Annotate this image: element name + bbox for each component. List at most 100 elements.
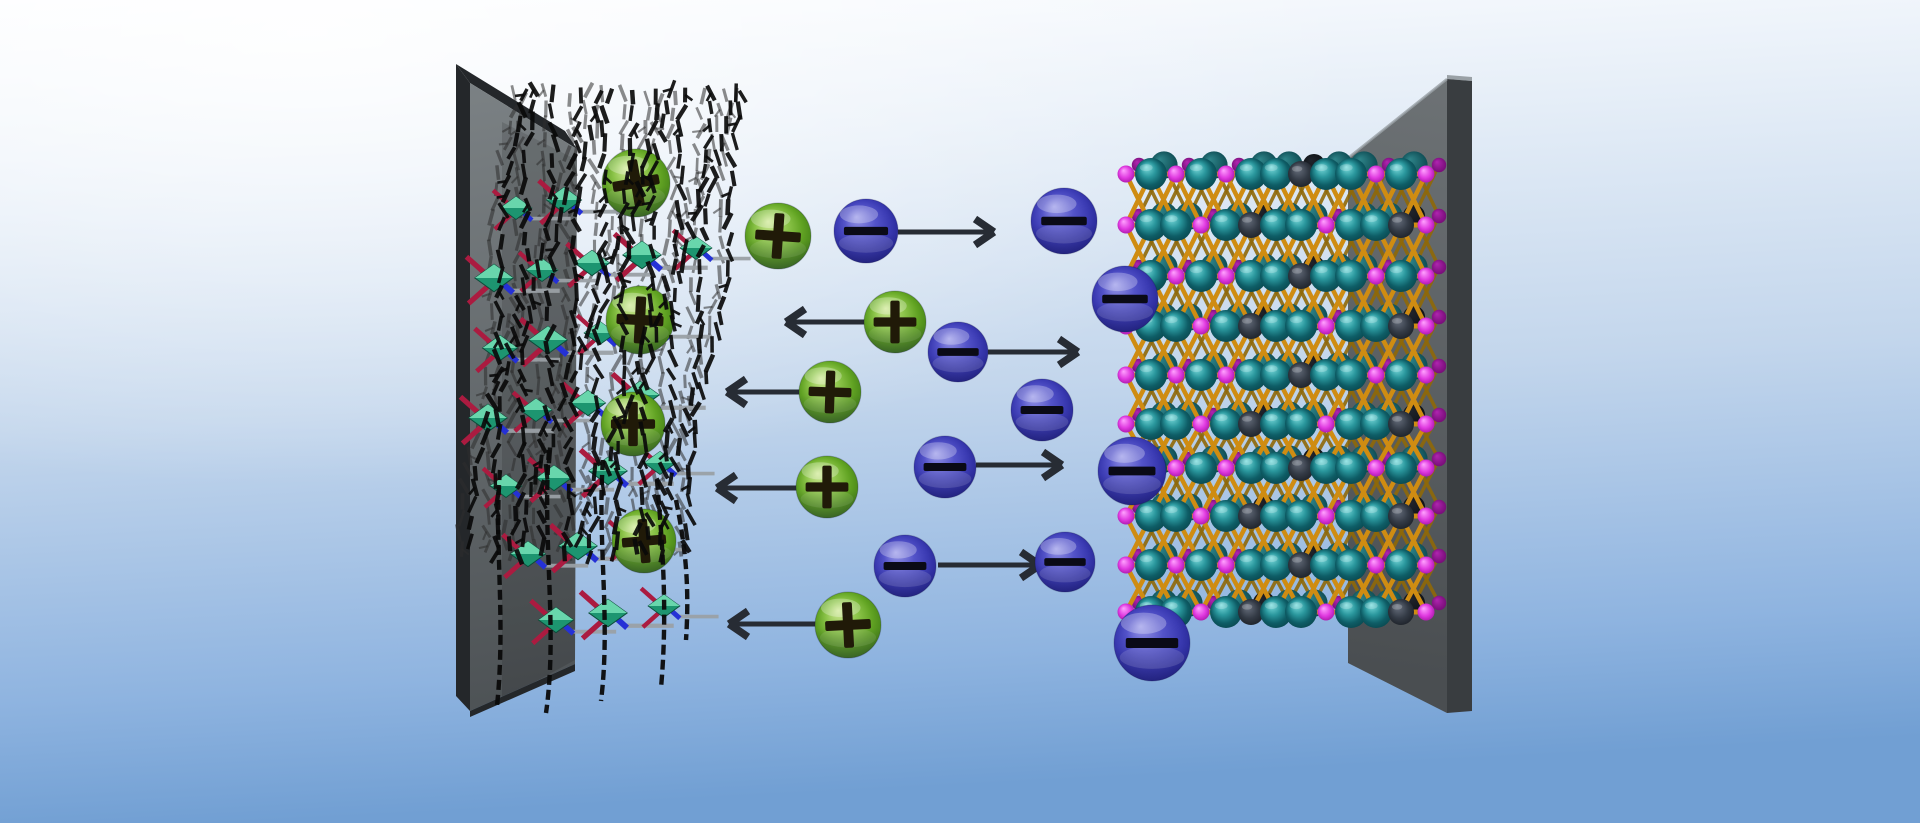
mesh-branch — [663, 520, 670, 530]
mesh-segment — [695, 106, 703, 120]
mesh-segment — [594, 315, 603, 330]
mesh-segment — [688, 290, 697, 306]
mesh-segment — [550, 133, 561, 153]
ion-reflection-band — [1039, 564, 1091, 583]
mesh-segment — [725, 248, 735, 263]
mesh-segment — [592, 363, 605, 380]
ion-reflection-band — [1119, 646, 1185, 669]
dark-atom — [1388, 212, 1414, 238]
teal-atom — [1285, 596, 1317, 628]
mesh-segment — [562, 333, 569, 353]
mesh-branch — [675, 239, 684, 248]
atom-highlight — [1314, 555, 1328, 563]
mesh-segment — [567, 497, 575, 516]
mesh-segment — [683, 374, 687, 389]
ion-sign — [883, 561, 927, 571]
atom-highlight — [1189, 266, 1203, 274]
magenta-atom — [1367, 366, 1385, 384]
magenta-atom — [1117, 165, 1135, 183]
mesh-branch — [641, 460, 649, 470]
cation-ion — [600, 391, 666, 457]
mesh-segment — [625, 366, 634, 381]
mesh-segment — [679, 507, 686, 523]
teal-atom — [1335, 549, 1367, 581]
mesh-branch — [621, 278, 632, 284]
mesh-branch — [514, 537, 524, 545]
magenta-atom — [1117, 507, 1135, 525]
atom-highlight — [1364, 316, 1378, 324]
mesh-branch — [551, 387, 557, 397]
atom-highlight — [1264, 458, 1278, 466]
mesh-branch — [671, 210, 678, 220]
mesh-branch — [567, 490, 577, 498]
atom-highlight — [1339, 602, 1353, 610]
mesh-segment — [657, 129, 668, 143]
mesh-segment — [645, 526, 651, 540]
dark-atom — [1238, 411, 1264, 437]
mesh-segment — [593, 89, 604, 105]
mesh-segment — [513, 505, 519, 522]
mesh-segment — [623, 213, 627, 228]
teal-atom — [1360, 500, 1392, 532]
mesh-segment — [679, 254, 687, 274]
mesh-branch — [496, 194, 506, 199]
magenta-atom — [1117, 556, 1135, 574]
anion-ion — [1010, 378, 1074, 442]
mesh-segment — [523, 131, 535, 147]
mesh-segment — [625, 394, 635, 410]
mesh-segment — [536, 524, 547, 541]
mesh-segment — [547, 184, 556, 201]
ion-gloss-highlight — [820, 598, 861, 618]
mesh-segment — [484, 471, 492, 487]
migration-arrow-left — [724, 375, 806, 409]
mesh-segment — [599, 221, 609, 238]
atom-highlight — [1364, 414, 1378, 422]
mesh-segment — [487, 208, 496, 226]
red-stick — [637, 468, 657, 486]
mesh-segment — [544, 323, 557, 342]
mesh-segment — [703, 353, 716, 373]
mesh-segment — [634, 180, 647, 198]
mesh-segment — [651, 142, 661, 161]
atom-highlight — [1389, 365, 1403, 373]
mesh-segment — [628, 122, 640, 138]
mesh-segment — [588, 515, 601, 534]
mesh-segment — [472, 465, 479, 481]
minus-sign-bar — [937, 348, 979, 356]
teal-atom — [1135, 500, 1167, 532]
mesh-segment — [622, 104, 627, 120]
mesh-segment — [536, 509, 547, 525]
mesh-segment — [717, 165, 726, 182]
ion-gloss-highlight — [1016, 385, 1054, 403]
magenta-atom — [1167, 556, 1185, 574]
mesh-branch — [550, 191, 559, 201]
atom-highlight — [1264, 602, 1278, 610]
mesh-branch — [698, 316, 706, 326]
mesh-segment — [668, 334, 675, 350]
red-stick — [475, 353, 496, 374]
mesh-segment — [518, 210, 532, 230]
arrow-head-lower — [1040, 461, 1065, 482]
magenta-atom — [1192, 317, 1210, 335]
mesh-segment — [621, 406, 630, 425]
mesh-segment — [609, 546, 617, 562]
ion-gloss-highlight — [804, 367, 842, 385]
mesh-segment — [586, 482, 598, 498]
mesh-segment — [589, 408, 601, 424]
mesh-segment — [613, 467, 624, 485]
mesh-segment — [617, 84, 628, 103]
mesh-segment — [679, 165, 685, 185]
atom-highlight — [1164, 215, 1178, 223]
mesh-branch — [686, 345, 693, 354]
mesh-segment — [648, 309, 653, 328]
mesh-segment — [564, 515, 571, 531]
mesh-segment — [657, 355, 665, 375]
mesh-segment — [549, 197, 558, 217]
red-stick — [529, 598, 550, 618]
mesh-segment — [644, 511, 656, 528]
mesh-segment — [557, 222, 571, 240]
mesh-segment — [587, 124, 595, 141]
atom-highlight — [1314, 266, 1328, 274]
mesh-branch — [518, 122, 527, 132]
mesh-segment — [638, 421, 646, 436]
